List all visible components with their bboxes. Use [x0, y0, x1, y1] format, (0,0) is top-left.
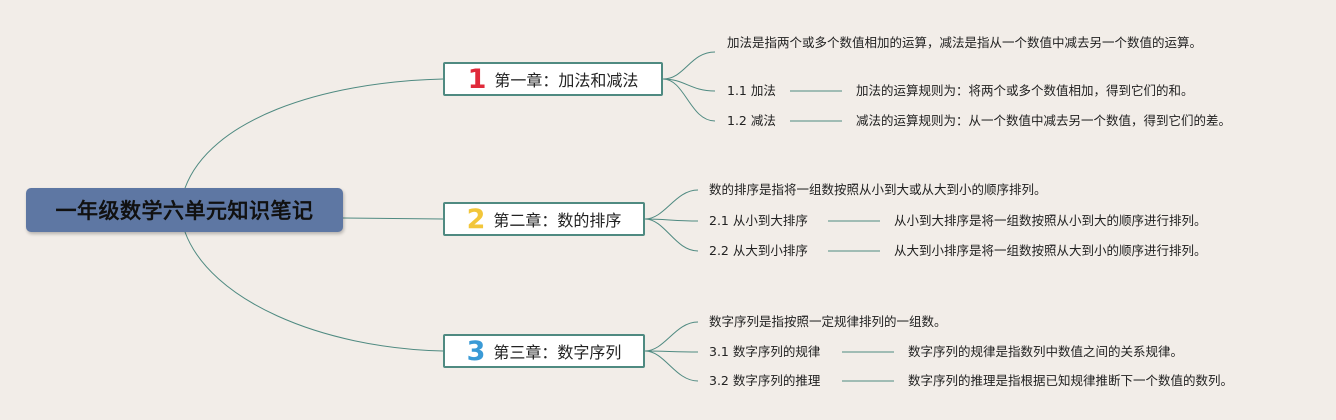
chapter-3-item-2-label[interactable]: 3.2 数字序列的推理	[709, 373, 821, 388]
chapter-1-item-1-detail[interactable]: 加法的运算规则为：将两个或多个数值相加，得到它们的和。	[856, 83, 1194, 98]
chapter-1-summary[interactable]: 加法是指两个或多个数值相加的运算，减法是指从一个数值中减去另一个数值的运算。	[727, 35, 1203, 50]
root-topic[interactable]: 一年级数学六单元知识笔记	[26, 188, 343, 232]
chapter-2-item-2-label[interactable]: 2.2 从大到小排序	[709, 243, 808, 258]
chapter-1-item-2-detail[interactable]: 减法的运算规则为：从一个数值中减去另一个数值，得到它们的差。	[856, 113, 1232, 128]
chapter-3-title: 第三章：数字序列	[493, 343, 622, 362]
chapter-1-node[interactable]: 1 第一章：加法和减法	[443, 62, 663, 96]
chapter-2-item-2-detail[interactable]: 从大到小排序是将一组数按照从大到小的顺序进行排列。	[894, 243, 1207, 258]
chapter-1-item-2-label[interactable]: 1.2 减法	[727, 113, 776, 128]
chapter-1-item-1-label[interactable]: 1.1 加法	[727, 83, 776, 98]
chapter-3-item-2-detail[interactable]: 数字序列的推理是指根据已知规律推断下一个数值的数列。	[908, 373, 1234, 388]
chapter-2-item-1-label[interactable]: 2.1 从小到大排序	[709, 213, 808, 228]
chapter-1-number: 1	[467, 63, 487, 95]
chapter-1-title: 第一章：加法和减法	[494, 71, 639, 90]
chapter-3-number: 3	[466, 335, 486, 367]
chapter-3-item-1-label[interactable]: 3.1 数字序列的规律	[709, 344, 821, 359]
chapter-2-summary[interactable]: 数的排序是指将一组数按照从小到大或从大到小的顺序排列。	[709, 182, 1047, 197]
chapter-3-node[interactable]: 3 第三章：数字序列	[443, 334, 645, 368]
chapter-3-item-1-detail[interactable]: 数字序列的规律是指数列中数值之间的关系规律。	[908, 344, 1184, 359]
chapter-2-node[interactable]: 2 第二章：数的排序	[443, 202, 645, 236]
chapter-2-title: 第二章：数的排序	[493, 211, 622, 230]
chapter-2-item-1-detail[interactable]: 从小到大排序是将一组数按照从小到大的顺序进行排列。	[894, 213, 1207, 228]
chapter-2-number: 2	[466, 203, 486, 235]
chapter-3-summary[interactable]: 数字序列是指按照一定规律排列的一组数。	[709, 314, 947, 329]
